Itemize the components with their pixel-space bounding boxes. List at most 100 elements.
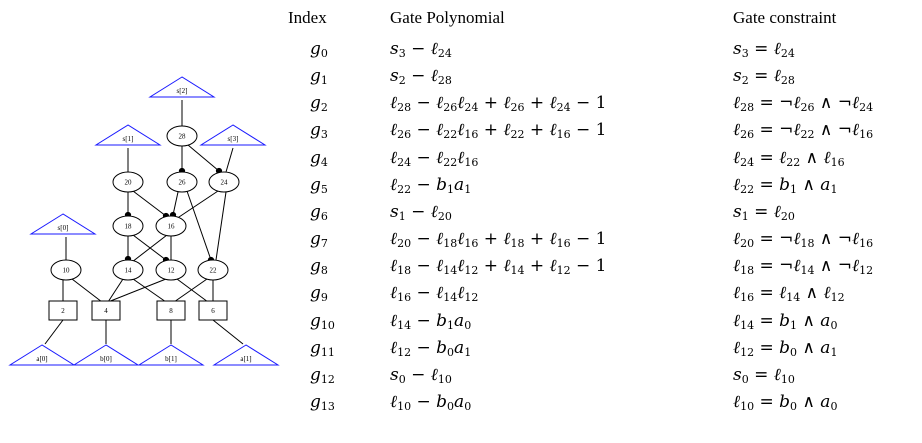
input-triangle-2-label: b[1]	[165, 355, 177, 363]
output-triangle-3	[29, 213, 97, 235]
row-gate-polynomial: ℓ14 − b1a0	[390, 310, 472, 332]
and-node-label: 22	[210, 267, 218, 275]
row-gate-constraint: ℓ18 = ¬ℓ14 ∧ ¬ℓ12	[733, 256, 874, 278]
row-index: g0	[310, 39, 328, 60]
and-node-20	[112, 171, 144, 193]
edge-18-12	[132, 234, 167, 261]
row-gate-polynomial: ℓ24 − ℓ22ℓ16	[390, 147, 479, 169]
output-triangle-1	[94, 124, 162, 146]
row-gate-polynomial: s0 − ℓ10	[390, 364, 452, 386]
output-triangle-1-label: s[1]	[123, 135, 134, 143]
row-index: g5	[310, 174, 328, 196]
output-triangle-0	[148, 76, 216, 98]
input-node-label: 4	[104, 307, 108, 315]
row-index: g11	[310, 337, 335, 359]
row-gate-constraint: s1 = ℓ20	[733, 201, 795, 223]
row-gate-constraint: ℓ26 = ¬ℓ22 ∧ ¬ℓ16	[733, 120, 874, 142]
row-gate-constraint: s2 = ℓ28	[733, 66, 795, 88]
edge-2-a0	[44, 319, 64, 345]
row-gate-constraint: ℓ12 = b0 ∧ a1	[733, 337, 838, 359]
edge-10-4	[71, 278, 103, 303]
row-index: g2	[310, 93, 328, 115]
and-node-label: 24	[221, 179, 229, 187]
input-triangle-0-label: a[0]	[36, 355, 47, 363]
row-gate-polynomial: ℓ28 − ℓ26ℓ24 + ℓ26 + ℓ24 − 1	[390, 93, 607, 115]
graph-edges	[44, 100, 244, 345]
row-gate-polynomial: s1 − ℓ20	[390, 201, 452, 223]
edge-24-16	[175, 190, 219, 220]
output-triangle-2	[199, 124, 267, 146]
row-gate-polynomial: ℓ12 − b0a1	[390, 337, 472, 359]
row-index: g4	[310, 147, 328, 169]
and-node-12	[155, 259, 187, 281]
row-index: g6	[310, 201, 328, 223]
row-index: g9	[310, 283, 328, 305]
header-gate-constraint: Gate constraint	[733, 8, 837, 27]
input-node-label: 2	[61, 307, 65, 315]
row-gate-polynomial: ℓ20 − ℓ18ℓ16 + ℓ18 + ℓ16 − 1	[390, 229, 607, 251]
and-node-label: 16	[168, 223, 176, 231]
edge-16-14	[131, 234, 168, 263]
row-index: g8	[310, 256, 328, 278]
and-node-label: 18	[125, 223, 133, 231]
input-node-label: 8	[169, 307, 173, 315]
edge-12-6	[176, 278, 209, 303]
input-node-6	[198, 300, 228, 321]
input-node-2	[48, 300, 78, 321]
edge-s3-24	[225, 147, 234, 173]
row-index: g7	[310, 229, 328, 251]
and-node-label: 12	[168, 267, 176, 275]
input-triangle-2	[137, 344, 205, 366]
row-gate-polynomial: s2 − ℓ28	[390, 66, 452, 88]
and-node-label: 14	[125, 267, 133, 275]
and-node-26	[166, 171, 198, 193]
edge-14-4	[107, 278, 124, 303]
output-triangle-3-label: s[0]	[58, 224, 69, 232]
header-gate-polynomial: Gate Polynomial	[390, 8, 505, 27]
input-triangle-3	[212, 344, 280, 366]
row-gate-polynomial: ℓ22 − b1a1	[390, 174, 472, 196]
and-node-18	[112, 215, 144, 237]
edge-24-22	[215, 191, 227, 261]
row-gate-polynomial: ℓ26 − ℓ22ℓ16 + ℓ22 + ℓ16 − 1	[390, 120, 607, 142]
input-node-label: 6	[211, 307, 215, 315]
and-node-label: 26	[179, 179, 187, 187]
row-gate-polynomial: ℓ10 − b0a0	[390, 391, 472, 413]
row-gate-constraint: ℓ20 = ¬ℓ18 ∧ ¬ℓ16	[733, 229, 874, 251]
and-node-28	[166, 125, 198, 147]
row-gate-constraint: ℓ14 = b1 ∧ a0	[733, 310, 838, 332]
output-triangle-2-label: s[3]	[228, 135, 239, 143]
input-triangle-0	[8, 344, 76, 366]
row-gate-constraint: ℓ24 = ℓ22 ∧ ℓ16	[733, 147, 845, 169]
and-node-10	[50, 259, 82, 281]
and-node-label: 28	[179, 133, 187, 141]
row-gate-constraint: s3 = ℓ24	[733, 39, 795, 60]
edge-28-24	[187, 144, 220, 172]
and-node-22	[197, 259, 229, 281]
edge-14-8	[132, 278, 167, 303]
input-node-8	[156, 300, 186, 321]
row-gate-constraint: ℓ22 = b1 ∧ a1	[733, 174, 838, 196]
edge-22-8	[173, 278, 208, 303]
row-gate-polynomial: ℓ18 − ℓ14ℓ12 + ℓ14 + ℓ12 − 1	[390, 256, 607, 278]
output-triangle-0-label: s[2]	[177, 87, 188, 95]
row-gate-constraint: ℓ28 = ¬ℓ26 ∧ ¬ℓ24	[733, 93, 874, 115]
edge-12-4	[107, 278, 167, 303]
and-node-14	[112, 259, 144, 281]
row-index: g10	[310, 310, 335, 332]
and-node-24	[208, 171, 240, 193]
edge-26-16	[172, 191, 179, 216]
row-gate-polynomial: ℓ16 − ℓ14ℓ12	[390, 283, 479, 305]
edge-20-16	[132, 190, 167, 217]
row-index: g3	[310, 120, 328, 142]
row-index: g12	[310, 364, 335, 386]
row-gate-constraint: s0 = ℓ10	[733, 364, 795, 386]
edge-26-22	[186, 190, 212, 261]
row-index: g1	[310, 66, 328, 88]
input-triangle-1	[72, 344, 140, 366]
input-triangle-3-label: a[1]	[240, 355, 251, 363]
and-node-label: 20	[125, 179, 133, 187]
row-gate-polynomial: s3 − ℓ24	[390, 39, 452, 60]
